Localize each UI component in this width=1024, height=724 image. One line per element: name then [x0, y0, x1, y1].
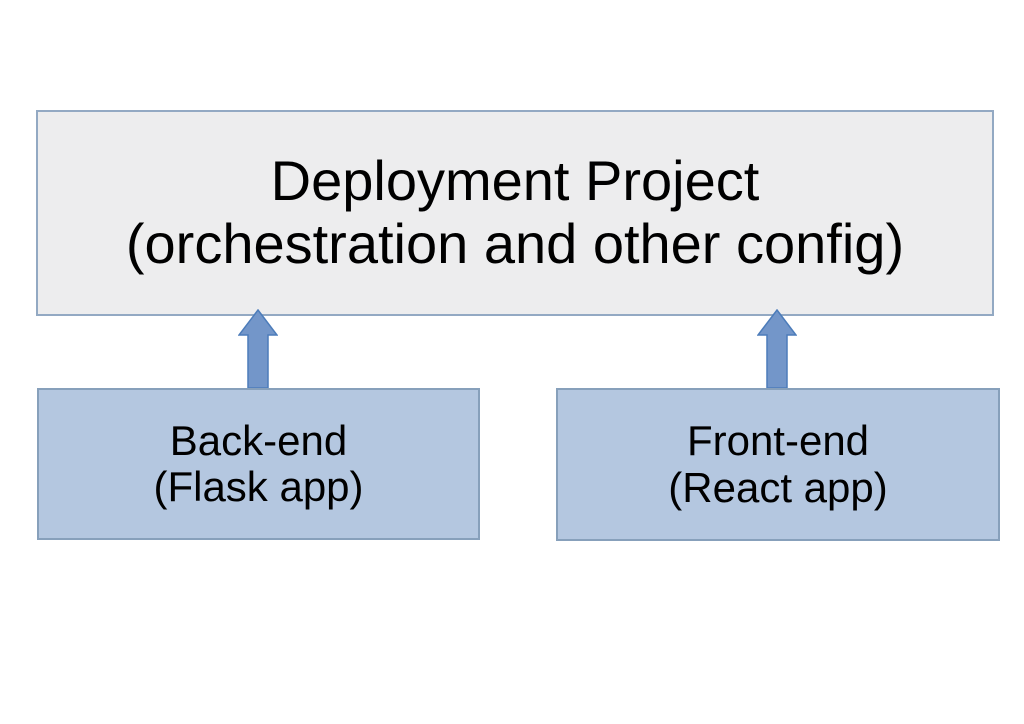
backend-box: Back-end (Flask app): [37, 388, 480, 540]
backend-to-deployment-arrow-icon: [238, 309, 278, 389]
frontend-box-title: Front-end: [686, 417, 870, 465]
frontend-to-deployment-arrow-icon: [757, 309, 797, 389]
deployment-project-title: Deployment Project: [270, 149, 760, 213]
frontend-box: Front-end (React app): [556, 388, 1000, 541]
backend-box-subtitle: (Flask app): [153, 463, 364, 510]
frontend-box-subtitle: (React app): [668, 463, 888, 511]
deployment-project-subtitle: (orchestration and other config): [125, 212, 905, 275]
up-arrow-icon: [238, 309, 278, 389]
deployment-project-box: Deployment Project (orchestration and ot…: [36, 110, 994, 316]
backend-box-title: Back-end: [169, 416, 348, 464]
up-arrow-icon: [757, 309, 797, 389]
